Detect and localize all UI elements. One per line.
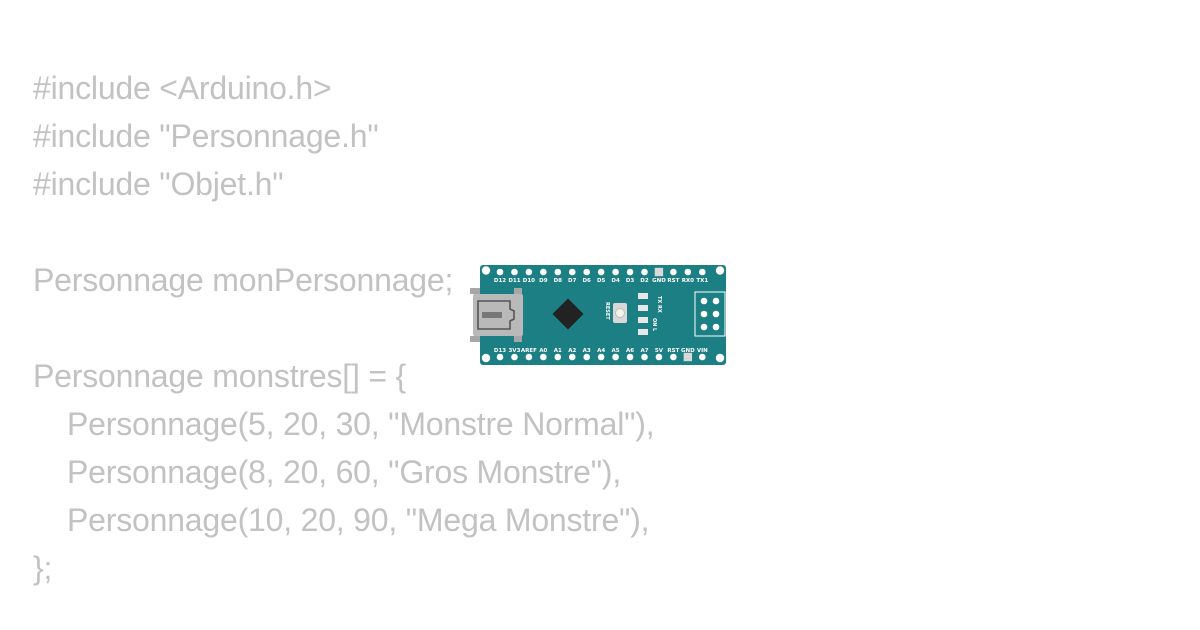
code-line: #include "Personnage.h" bbox=[33, 118, 379, 154]
status-leds bbox=[638, 293, 648, 335]
top-pin-gnd[interactable] bbox=[654, 267, 664, 277]
bottom-pin-label: AREF bbox=[521, 348, 537, 354]
bottom-pin-a1[interactable] bbox=[554, 353, 562, 361]
bottom-pin-label: A0 bbox=[539, 348, 547, 354]
led-label-on: ON bbox=[651, 318, 657, 326]
mounting-hole bbox=[481, 353, 491, 363]
code-line: Personnage(5, 20, 30, "Monstre Normal"), bbox=[67, 406, 655, 442]
code-line: Personnage monPersonnage; bbox=[33, 262, 454, 298]
reset-label: RESET bbox=[604, 302, 610, 320]
top-pin-d5[interactable] bbox=[597, 268, 605, 276]
bottom-pin-label: A3 bbox=[583, 348, 591, 354]
top-pin-label: D7 bbox=[568, 278, 577, 284]
reset-button[interactable] bbox=[613, 303, 627, 323]
bottom-pin-label: VIN bbox=[697, 348, 708, 354]
bottom-pin-label: 5V bbox=[655, 348, 664, 354]
code-line: Personnage(8, 20, 60, "Gros Monstre"), bbox=[67, 454, 622, 490]
top-pin-label: D5 bbox=[597, 278, 606, 284]
top-pin-label: D4 bbox=[611, 278, 620, 284]
top-pin-label: D11 bbox=[508, 278, 520, 284]
bottom-pin-label: D13 bbox=[494, 348, 506, 354]
top-pin-label: D12 bbox=[494, 278, 506, 284]
top-pin-tx1[interactable] bbox=[699, 268, 706, 276]
bottom-pin-label: A1 bbox=[554, 348, 562, 354]
top-pin-label: TX1 bbox=[696, 278, 708, 284]
top-pin-label: D3 bbox=[626, 278, 635, 284]
top-pin-d11[interactable] bbox=[511, 268, 518, 276]
code-line: #include <Arduino.h> bbox=[33, 70, 332, 106]
board-pcb bbox=[480, 265, 726, 365]
bottom-pin-a7[interactable] bbox=[641, 353, 648, 361]
bottom-pin-label: A4 bbox=[597, 348, 605, 354]
top-pin-d7[interactable] bbox=[568, 268, 576, 276]
bottom-pin-a3[interactable] bbox=[583, 353, 590, 361]
bottom-pin-a4[interactable] bbox=[597, 353, 605, 361]
bottom-pin-label: RST bbox=[667, 348, 679, 354]
bottom-pin-a5[interactable] bbox=[612, 353, 619, 361]
bottom-pin-3v3[interactable] bbox=[511, 353, 518, 361]
bottom-pin-label: A7 bbox=[640, 348, 648, 354]
bottom-pin-a0[interactable] bbox=[540, 353, 547, 361]
top-pin-d2[interactable] bbox=[641, 268, 648, 276]
top-pin-label: D10 bbox=[523, 278, 535, 284]
bottom-pin-aref[interactable] bbox=[525, 353, 533, 361]
top-pin-label: GND bbox=[652, 278, 666, 284]
top-pin-d8[interactable] bbox=[554, 268, 562, 276]
bottom-pin-vin[interactable] bbox=[699, 353, 706, 361]
top-pin-d9[interactable] bbox=[540, 268, 547, 276]
bottom-pin-label: A5 bbox=[612, 348, 620, 354]
top-pin-label: RST bbox=[667, 278, 679, 284]
bottom-pin-5v[interactable] bbox=[655, 353, 663, 361]
code-editor-text: #include <Arduino.h> #include "Personnag… bbox=[33, 64, 655, 592]
bottom-pin-label: A6 bbox=[626, 348, 634, 354]
bottom-pin-label: GND bbox=[681, 348, 695, 354]
top-pin-rst[interactable] bbox=[670, 268, 677, 276]
led-label-tx: TX bbox=[656, 296, 662, 303]
code-line bbox=[33, 208, 654, 256]
top-pin-label: RX0 bbox=[682, 278, 694, 284]
bottom-pin-d13[interactable] bbox=[496, 353, 504, 361]
top-pin-d10[interactable] bbox=[525, 268, 533, 276]
top-pin-label: D2 bbox=[640, 278, 649, 284]
top-pin-label: D9 bbox=[539, 278, 548, 284]
led-label-rx: RX bbox=[656, 305, 662, 313]
mounting-hole bbox=[481, 266, 491, 275]
bottom-pin-a2[interactable] bbox=[568, 353, 576, 361]
top-pin-d3[interactable] bbox=[626, 268, 634, 276]
bottom-pin-gnd[interactable] bbox=[683, 352, 693, 362]
bottom-pin-a6[interactable] bbox=[626, 353, 634, 361]
top-pin-d6[interactable] bbox=[583, 268, 590, 276]
mini-usb-connector-icon bbox=[470, 288, 523, 342]
led-label-l: L bbox=[651, 328, 657, 332]
code-line: #include "Objet.h" bbox=[33, 166, 284, 202]
bottom-pin-rst[interactable] bbox=[670, 353, 677, 361]
code-line: Personnage(10, 20, 90, "Mega Monstre"), bbox=[67, 502, 650, 538]
mounting-hole bbox=[715, 353, 725, 363]
bottom-pin-label: 3V3 bbox=[508, 348, 520, 354]
top-pin-d4[interactable] bbox=[612, 268, 619, 276]
top-pin-rx0[interactable] bbox=[684, 268, 692, 276]
code-line: }; bbox=[33, 550, 53, 586]
code-line: Personnage monstres[] = { bbox=[33, 358, 407, 394]
top-pin-label: D6 bbox=[582, 278, 591, 284]
mounting-hole bbox=[715, 266, 725, 275]
top-pin-label: D8 bbox=[554, 278, 563, 284]
bottom-pin-label: A2 bbox=[568, 348, 576, 354]
icsp-header[interactable] bbox=[694, 291, 726, 337]
top-pin-d12[interactable] bbox=[496, 268, 504, 276]
